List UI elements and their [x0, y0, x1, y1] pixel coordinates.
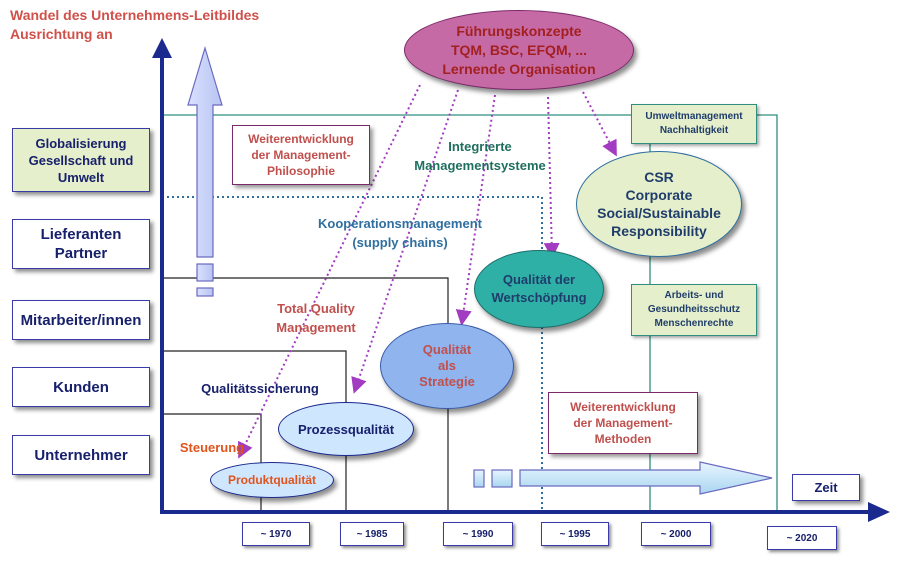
stakeholder-lieferanten: Lieferanten Partner — [12, 219, 150, 269]
time-label: Zeit — [792, 474, 860, 501]
note-management-methoden: Weiterentwicklung der Management- Method… — [548, 392, 698, 454]
ellipse-strategie: Qualität als Strategie — [380, 323, 514, 409]
stakeholder-kunden: Kunden — [12, 367, 150, 407]
stakeholder-unternehmer: Unternehmer — [12, 435, 150, 475]
x-axis-arrowhead — [868, 502, 890, 522]
stakeholder-mitarbeiter: Mitarbeiter/innen — [12, 300, 150, 340]
frame-teal — [162, 114, 778, 510]
arrow-to-produkt — [238, 84, 421, 459]
ellipse-csr: CSR Corporate Social/Sustainable Respons… — [576, 151, 742, 257]
year-1970: ~ 1970 — [242, 522, 310, 546]
frame-dotted — [162, 196, 543, 510]
note-management-philosophie: Weiterentwicklung der Management- Philos… — [232, 125, 370, 185]
horizontal-arrow-seg-1 — [473, 469, 485, 488]
arrow-to-csr — [582, 91, 617, 157]
title-line-1: Wandel des Unternehmens-Leitbildes — [10, 7, 260, 23]
note-arbeitsschutz: Arbeits- und Gesundheitsschutz Menschenr… — [631, 284, 757, 336]
horizontal-arrow — [519, 461, 773, 495]
vertical-arrow-seg-2 — [196, 287, 214, 297]
year-2020: ~ 2020 — [767, 526, 837, 550]
diagram-title: Wandel des Unternehmens-Leitbildes Ausri… — [10, 6, 259, 44]
label-steuerung: Steuerung — [179, 440, 245, 455]
year-1985: ~ 1985 — [340, 522, 404, 546]
label-integrierte-managementsysteme: Integrierte Managementsysteme — [414, 139, 546, 173]
ellipse-prozessqualitaet: Prozessqualität — [278, 402, 414, 456]
stakeholder-globalisierung: Globalisierung Gesellschaft und Umwelt — [12, 128, 150, 192]
ellipse-produktqualitaet: Produktqualität — [210, 462, 334, 498]
ellipse-wertschoepfung: Qualität der Wertschöpfung — [474, 250, 604, 328]
label-total-quality-management: Total Quality Management — [276, 301, 356, 335]
vertical-arrow-seg-1 — [196, 263, 214, 282]
y-axis-arrowhead — [152, 38, 172, 58]
horizontal-arrow-seg-2 — [491, 469, 513, 488]
label-qualitaetssicherung: Qualitätssicherung — [201, 381, 319, 396]
title-line-2: Ausrichtung an — [10, 26, 113, 42]
arrow-to-strategie — [455, 94, 496, 326]
ellipse-fuehrungskonzepte: Führungskonzepte TQM, BSC, EFQM, ... Ler… — [404, 10, 634, 90]
frame-qs — [162, 350, 347, 510]
year-1990: ~ 1990 — [443, 522, 513, 546]
year-2000: ~ 2000 — [641, 522, 711, 546]
year-1995: ~ 1995 — [541, 522, 609, 546]
frame-tqm — [162, 277, 449, 510]
note-umweltmanagement: Umweltmanagement Nachhaltigkeit — [631, 104, 757, 144]
vertical-arrow — [187, 45, 223, 258]
arrow-to-wertschoepfung — [543, 96, 560, 259]
label-kooperationsmanagement: Kooperationsmanagement (supply chains) — [318, 216, 482, 250]
